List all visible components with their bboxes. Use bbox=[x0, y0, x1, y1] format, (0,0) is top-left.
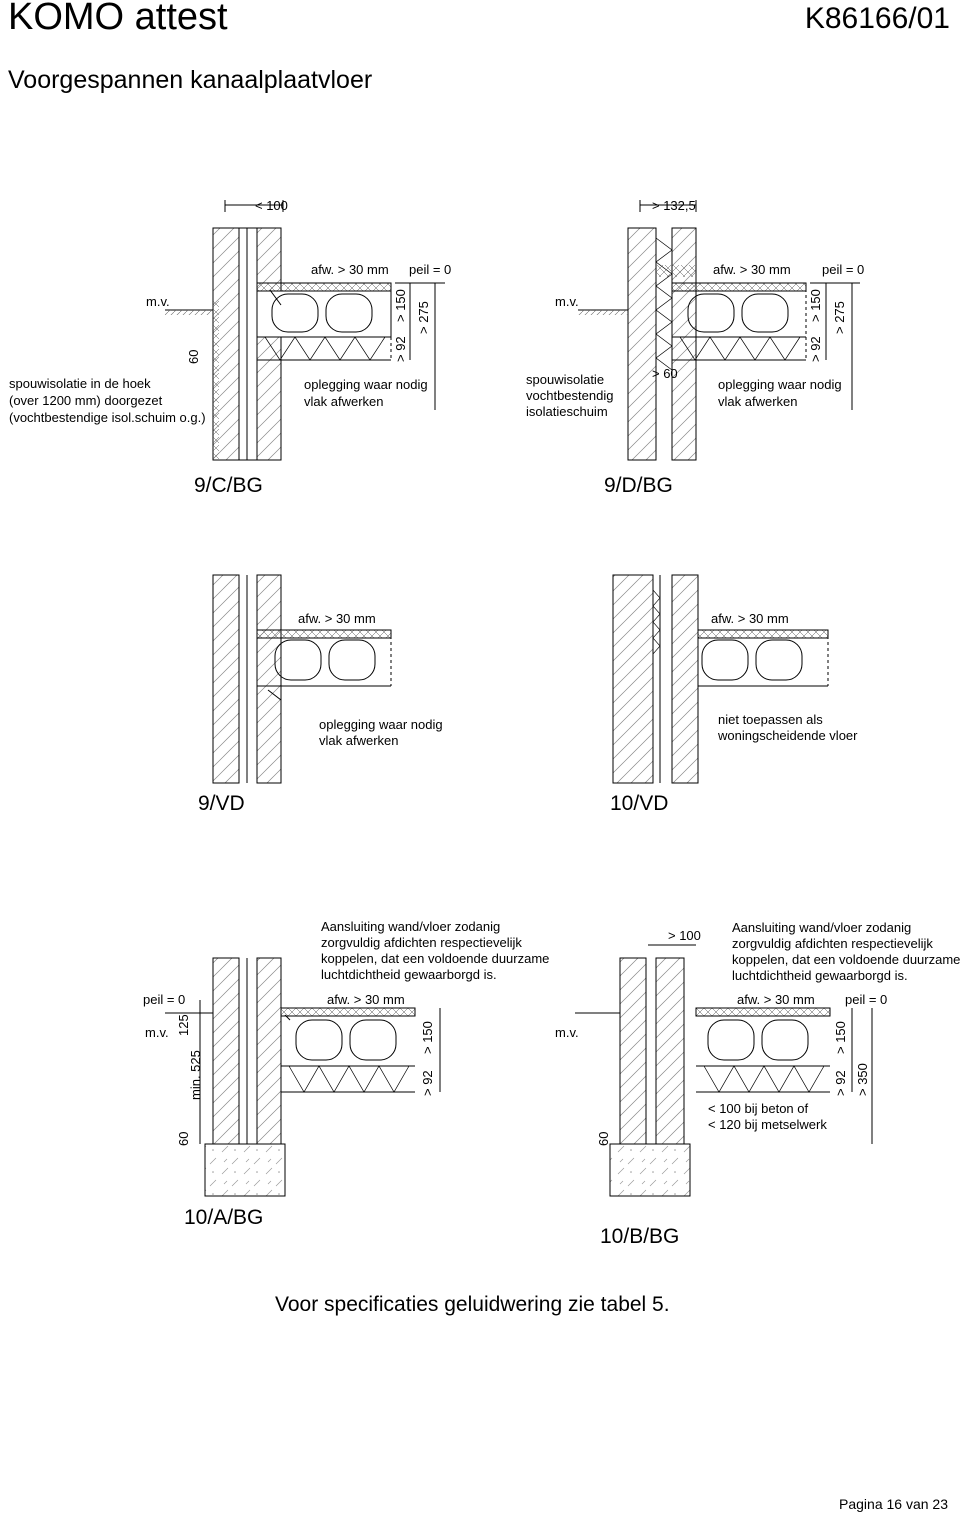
footer-note: Voor specificaties geluidwering zie tabe… bbox=[275, 1293, 670, 1316]
d9c-dim-60: 60 bbox=[186, 349, 201, 364]
page-number: Pagina 16 van 23 bbox=[839, 1496, 948, 1512]
d9c-note-right-2: vlak afwerken bbox=[304, 394, 384, 409]
d9vd-note-2: vlak afwerken bbox=[319, 733, 399, 748]
d9d-note-right-1: oplegging waar nodig bbox=[718, 377, 842, 392]
d10b-note-1: Aansluiting wand/vloer zodanig bbox=[732, 920, 912, 935]
d9d-mv: m.v. bbox=[555, 294, 579, 309]
d9d-dim-60: > 60 bbox=[652, 366, 678, 381]
d9c-caption: 9/C/BG bbox=[194, 474, 263, 497]
d10b-note-4: luchtdichtheid gewaarborgd is. bbox=[732, 968, 908, 983]
d9c-peil: peil = 0 bbox=[409, 262, 452, 277]
d9c-mv: m.v. bbox=[146, 294, 170, 309]
detail-10a-drawing bbox=[165, 957, 441, 1197]
d10b-dim-150: > 150 bbox=[833, 1021, 848, 1054]
detail-10b-drawing bbox=[575, 944, 873, 1197]
d10b-note-2: zorgvuldig afdichten respectievelijk bbox=[732, 936, 933, 951]
d9d-dim-150: > 150 bbox=[808, 289, 823, 322]
d9d-note-left-3: isolatieschuim bbox=[526, 404, 608, 419]
d10b-mv: m.v. bbox=[555, 1025, 579, 1040]
d10a-caption: 10/A/BG bbox=[184, 1206, 264, 1229]
d10a-dim-92: > 92 bbox=[420, 1070, 435, 1096]
d9c-note-right-1: oplegging waar nodig bbox=[304, 377, 428, 392]
d10b-caption: 10/B/BG bbox=[600, 1225, 680, 1248]
detail-9d-drawing bbox=[578, 200, 860, 461]
d10a-peil: peil = 0 bbox=[143, 992, 186, 1007]
d10a-dim-150: > 150 bbox=[420, 1021, 435, 1054]
d10vd-caption: 10/VD bbox=[610, 792, 669, 815]
d10vd-afw: afw. > 30 mm bbox=[711, 611, 789, 626]
d9c-dim-275: > 275 bbox=[416, 301, 431, 334]
d9d-dim-top: > 132,5 bbox=[652, 198, 696, 213]
d10b-dim-60: 60 bbox=[596, 1131, 611, 1146]
d9d-caption: 9/D/BG bbox=[604, 474, 673, 497]
d9d-note-right-2: vlak afwerken bbox=[718, 394, 798, 409]
d9d-note-left-2: vochtbestendig bbox=[526, 388, 614, 403]
d10a-dim-60: 60 bbox=[176, 1131, 191, 1146]
d9vd-caption: 9/VD bbox=[198, 792, 245, 815]
d10a-dim-125: 125 bbox=[176, 1014, 191, 1036]
d9c-dim-150: > 150 bbox=[393, 289, 408, 322]
d9c-note-left-2: (over 1200 mm) doorgezet bbox=[9, 393, 163, 408]
d10b-dim-92: > 92 bbox=[833, 1070, 848, 1096]
document-subtitle: Voorgespannen kanaalplaatvloer bbox=[8, 66, 373, 94]
d9d-peil: peil = 0 bbox=[822, 262, 865, 277]
d10vd-note-1: niet toepassen als bbox=[718, 712, 823, 727]
d9d-dim-92: > 92 bbox=[808, 336, 823, 362]
d9d-note-left-1: spouwisolatie bbox=[526, 372, 605, 387]
d10a-dim-525: min. 525 bbox=[188, 1050, 203, 1100]
d10a-mv: m.v. bbox=[145, 1025, 169, 1040]
d9d-dim-275: > 275 bbox=[832, 301, 847, 334]
d9d-afw: afw. > 30 mm bbox=[713, 262, 791, 277]
d10a-note-2: zorgvuldig afdichten respectievelijk bbox=[321, 935, 522, 950]
document-number: K86166/01 bbox=[804, 2, 950, 35]
d10b-note-bottom-1: < 100 bij beton of bbox=[708, 1101, 809, 1116]
d10b-note-3: koppelen, dat een voldoende duurzame bbox=[732, 952, 960, 967]
detail-9vd-drawing bbox=[212, 574, 392, 784]
d10b-note-bottom-2: < 120 bij metselwerk bbox=[708, 1117, 827, 1132]
document-title: KOMO attest bbox=[8, 0, 228, 38]
d9vd-note-1: oplegging waar nodig bbox=[319, 717, 443, 732]
d9c-dim-92: > 92 bbox=[393, 336, 408, 362]
d9c-afw: afw. > 30 mm bbox=[311, 262, 389, 277]
d10b-dim-100: > 100 bbox=[668, 928, 701, 943]
d10b-peil: peil = 0 bbox=[845, 992, 888, 1007]
d9c-dim-top: < 100 bbox=[255, 198, 288, 213]
d9vd-afw: afw. > 30 mm bbox=[298, 611, 376, 626]
d10b-dim-350: > 350 bbox=[855, 1063, 870, 1096]
detail-9c-drawing bbox=[165, 200, 445, 461]
d10a-afw: afw. > 30 mm bbox=[327, 992, 405, 1007]
d10a-note-3: koppelen, dat een voldoende duurzame bbox=[321, 951, 550, 966]
d10a-note-1: Aansluiting wand/vloer zodanig bbox=[321, 919, 501, 934]
d10a-note-4: luchtdichtheid gewaarborgd is. bbox=[321, 967, 497, 982]
d10vd-note-2: woningscheidende vloer bbox=[718, 728, 858, 743]
detail-10vd-drawing bbox=[612, 574, 829, 784]
d10b-afw: afw. > 30 mm bbox=[737, 992, 815, 1007]
d9c-note-left-1: spouwisolatie in de hoek bbox=[9, 376, 151, 391]
d9c-note-left-3: (vochtbestendige isol.schuim o.g.) bbox=[9, 410, 206, 425]
